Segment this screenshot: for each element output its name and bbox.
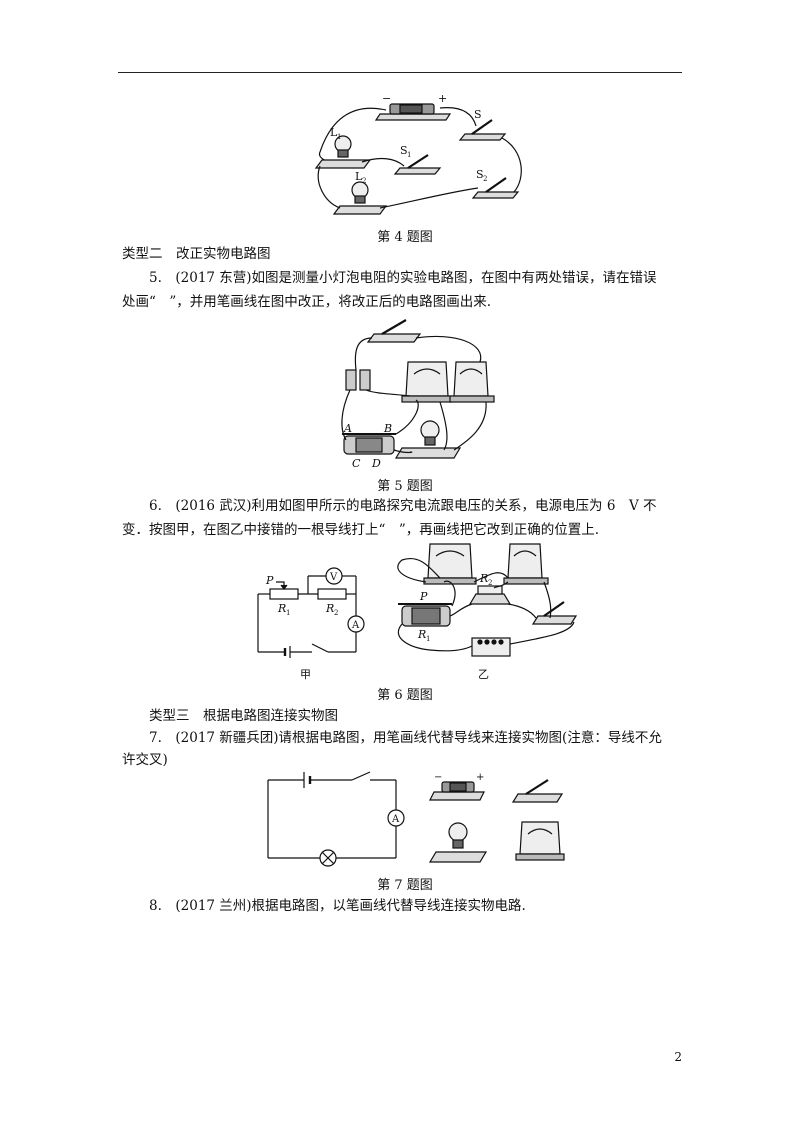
figure-6-physical: P R 1 R 2 乙 <box>397 543 578 681</box>
figure-yi-label: 乙 <box>478 668 489 681</box>
question-7-line-2: 许交叉) <box>122 752 168 768</box>
r1-subscript: 1 <box>286 609 290 617</box>
figure-6-schematic: P R 1 R 2 V A 甲 <box>257 567 365 680</box>
figure-4-caption: 第 4 题图 <box>377 230 433 245</box>
figure-7-minus-label: − <box>434 772 442 783</box>
r2-label: R <box>325 602 334 615</box>
voltmeter-v-label: V <box>329 572 338 583</box>
figure-7-ammeter-label: A <box>391 814 400 825</box>
physical-r1-label: R <box>417 628 426 641</box>
rheostat-c-label: C <box>352 457 361 470</box>
question-6-line-2: 变．按图甲，在图乙中接错的一根导线打上“ ”，再画线把它改到正确的位置上. <box>122 522 600 538</box>
figure-5-caption: 第 5 题图 <box>377 479 433 494</box>
figure-6-caption: 第 6 题图 <box>377 688 433 703</box>
switch-s-label: S <box>474 108 482 121</box>
figure-jia-label: 甲 <box>300 668 311 680</box>
question-5-line-2: 处画“ ”，并用笔画线在图中改正，将改正后的电路图画出来. <box>122 294 492 310</box>
page-number: 2 <box>674 1050 682 1064</box>
physical-r1-subscript: 1 <box>426 635 430 643</box>
rheostat-a-label: A <box>343 422 352 435</box>
switch-s1-label: S <box>400 144 408 157</box>
question-7-line-1: 7. (2017 新疆兵团)请根据电路图，用笔画线代替导线来连接实物图(注意：导… <box>149 730 662 746</box>
rheostat-d-label: D <box>371 457 381 470</box>
figure-7-schematic: A <box>267 771 405 867</box>
ammeter-a-label: A <box>351 620 360 631</box>
lamp-l2-label: L <box>355 170 363 183</box>
r1-label: R <box>277 602 286 615</box>
battery-minus-label: − <box>382 92 391 105</box>
figure-7-components: − + <box>428 772 565 863</box>
physical-r2-label: R <box>479 572 488 585</box>
slider-p-label: P <box>265 574 274 587</box>
question-8-line-1: 8. (2017 兰州)根据电路图，以笔画线代替导线连接实物电路. <box>149 898 526 914</box>
physical-slider-p-label: P <box>419 590 428 603</box>
figure-7-caption: 第 7 题图 <box>377 878 433 893</box>
figure-4-circuit: − + S L 1 S 1 L 2 S 2 <box>314 92 522 215</box>
lamp-l1-subscript: 1 <box>337 133 341 141</box>
question-6-line-1: 6. (2016 武汉)利用如图甲所示的电路探究电流跟电压的关系，电源电压为 6… <box>149 498 657 514</box>
switch-s1-subscript: 1 <box>407 151 411 159</box>
lamp-l2-subscript: 2 <box>362 177 366 185</box>
physical-r2-subscript: 2 <box>488 579 492 587</box>
switch-s2-label: S <box>476 168 484 181</box>
question-5-line-1: 5. (2017 东营)如图是测量小灯泡电阻的实验电路图，在图中有两处错误，请在… <box>149 270 657 286</box>
switch-s2-subscript: 2 <box>483 175 487 183</box>
section-3-title: 类型三 根据电路图连接实物图 <box>149 708 338 724</box>
header-rule <box>118 72 682 73</box>
figure-7-plus-label: + <box>476 772 484 783</box>
battery-plus-label: + <box>438 92 447 105</box>
rheostat-b-label: B <box>383 422 392 435</box>
lamp-l1-label: L <box>330 126 338 139</box>
r2-subscript: 2 <box>334 609 338 617</box>
figure-5-circuit: A B C D <box>341 319 495 470</box>
section-2-title: 类型二 改正实物电路图 <box>122 246 271 262</box>
